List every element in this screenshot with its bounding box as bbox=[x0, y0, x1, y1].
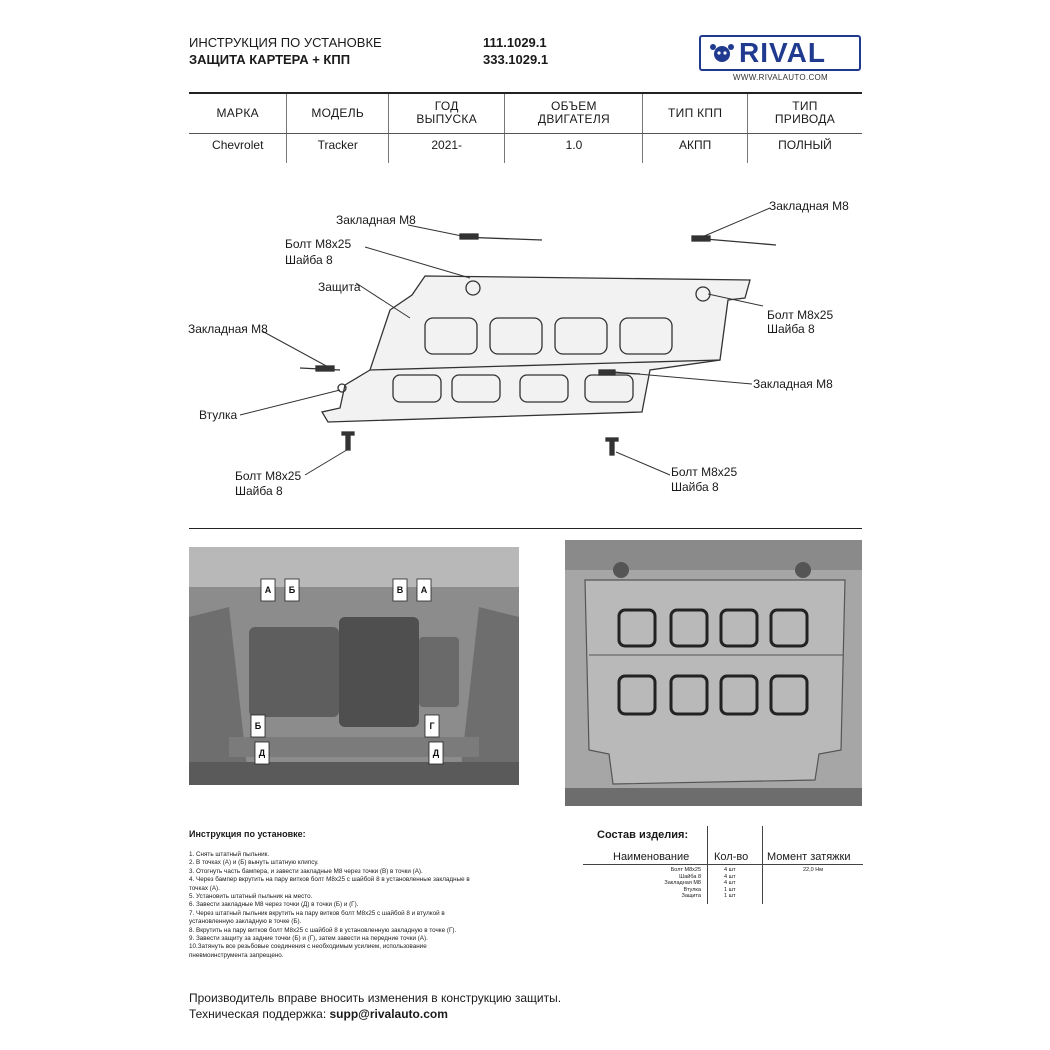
spec-header-cell: МОДЕЛЬ bbox=[286, 92, 389, 134]
marker-b-1: Б bbox=[289, 585, 296, 595]
composition-header-rule bbox=[583, 864, 863, 865]
rival-bull-icon bbox=[710, 44, 734, 62]
assembly-diagram: Закладная М8 Закладная М8 Болт М8х25 Шай… bbox=[188, 199, 849, 498]
label-bolt-right-1: Болт М8х25 bbox=[767, 308, 833, 322]
instruction-step: 3. Отогнуть часть бампера, и завести зак… bbox=[189, 867, 423, 875]
product-code-1: 111.1029.1 bbox=[483, 35, 547, 50]
composition-qty-item: 4 шт bbox=[724, 873, 736, 880]
support-email-link[interactable]: supp@rivalauto.com bbox=[329, 1007, 448, 1021]
document-title: ИНСТРУКЦИЯ ПО УСТАНОВКЕ ЗАЩИТА КАРТЕРА +… bbox=[189, 34, 382, 68]
composition-qty-item: 1 шт bbox=[724, 886, 736, 893]
instructions-title: Инструкция по установке: bbox=[189, 829, 306, 839]
spec-value-model: Tracker bbox=[286, 133, 389, 163]
instruction-step: 6. Завести закладные М8 через точки (Д) … bbox=[189, 901, 359, 909]
composition-header-torque: Момент затяжки bbox=[767, 851, 851, 863]
instruction-step: 7. Через штатный пыльник вкрутить на пар… bbox=[189, 909, 445, 917]
footer-support: Техническая поддержка: supp@rivalauto.co… bbox=[189, 1006, 561, 1022]
composition-name-item: Втулка bbox=[683, 886, 702, 893]
composition-header-name: Наименование bbox=[613, 851, 690, 863]
marker-b-2: Б bbox=[255, 721, 262, 731]
underbody-photo-mounting-points: А Б В А Б Г Д Д bbox=[189, 547, 519, 785]
product-code-2: 333.1029.1 bbox=[483, 52, 549, 67]
label-bolt-top-left-1: Болт М8х25 bbox=[285, 237, 351, 251]
rival-logo: RIVAL bbox=[699, 35, 861, 71]
instruction-step: 2. В точках (А) и (Б) вынуть штатную кли… bbox=[189, 859, 319, 867]
composition-title: Состав изделия: bbox=[597, 829, 689, 841]
instruction-step: 9. Завести защиту за задние точки (Б) и … bbox=[189, 935, 428, 943]
title-line-1: ИНСТРУКЦИЯ ПО УСТАНОВКЕ bbox=[189, 35, 382, 50]
label-bolt-bottom-right-2: Шайба 8 bbox=[671, 480, 719, 494]
instruction-step: установленную закладную в точке (Б). bbox=[189, 918, 302, 926]
instructions-list: 1. Снять штатный пыльник. 2. В точках (А… bbox=[189, 851, 569, 960]
product-codes: 111.1029.1 333.1029.1 bbox=[483, 34, 548, 68]
instruction-step: 10.Затянуть все резьбовые соединения с н… bbox=[189, 943, 427, 951]
logo-text: RIVAL bbox=[739, 37, 826, 68]
composition-qtys: 4 шт 4 шт 4 шт 1 шт 1 шт bbox=[724, 867, 736, 900]
marker-v-1: В bbox=[397, 585, 404, 595]
label-bolt-top-left-2: Шайба 8 bbox=[285, 253, 333, 267]
marker-a-2: А bbox=[421, 585, 428, 595]
instruction-step: 8. Вкрутить на пару витков болт М8х25 с … bbox=[189, 926, 457, 934]
installed-skid-plate-photo bbox=[565, 540, 862, 806]
label-zashita: Защита bbox=[318, 280, 361, 294]
instruction-step: 1. Снять штатный пыльник. bbox=[189, 851, 270, 858]
underbody-photo-illustration: А Б В А Б Г Д Д bbox=[189, 547, 519, 785]
composition-name-item: Закладная М8 bbox=[664, 880, 701, 887]
marker-d-1: Д bbox=[259, 748, 266, 758]
composition-name-item: Болт М8х25 bbox=[670, 867, 701, 873]
skid-plate-drawing bbox=[320, 275, 751, 423]
composition-qty-item: 4 шт bbox=[724, 880, 736, 887]
title-line-2: ЗАЩИТА КАРТЕРА + КПП bbox=[189, 52, 351, 67]
spec-value-year: 2021- bbox=[387, 133, 505, 163]
footer: Производитель вправе вносить изменения в… bbox=[189, 990, 561, 1022]
label-bolt-bottom-left-1: Болт М8х25 bbox=[235, 469, 301, 483]
spec-value-make: Chevrolet bbox=[212, 138, 264, 153]
instruction-step: 5. Установить штатный пыльник на место. bbox=[189, 893, 313, 901]
spec-value-drive: ПОЛНЫЙ bbox=[746, 133, 862, 163]
marker-a-1: А bbox=[265, 585, 272, 595]
label-zakladnaya-mid-right: Закладная М8 bbox=[753, 377, 833, 391]
composition-torque-value: 22,0 Нм bbox=[803, 867, 823, 873]
composition-column-divider bbox=[762, 826, 763, 904]
composition-name-item: Шайба 8 bbox=[679, 873, 701, 880]
support-label: Техническая поддержка: bbox=[189, 1007, 327, 1021]
label-vtulka: Втулка bbox=[199, 408, 237, 422]
spec-header-cell: ТИП КПП bbox=[642, 92, 748, 134]
spec-value-gearbox: АКПП bbox=[642, 133, 748, 163]
installed-plate-illustration bbox=[565, 540, 862, 806]
composition-column-divider bbox=[707, 826, 708, 904]
composition-header-qty: Кол-во bbox=[714, 851, 749, 863]
instruction-step: пневмоинструмента запрещено. bbox=[189, 951, 284, 959]
marker-d-2: Д bbox=[433, 748, 440, 758]
label-bolt-bottom-left-2: Шайба 8 bbox=[235, 484, 283, 498]
spec-value-engine: 1.0 bbox=[504, 133, 643, 163]
composition-name-item: Защита bbox=[681, 893, 702, 900]
section-divider bbox=[189, 528, 862, 529]
composition-qty-item: 4 шт bbox=[724, 867, 736, 873]
spec-value-row: Chevrolet Tracker 2021- 1.0 АКПП ПОЛНЫЙ bbox=[189, 133, 862, 163]
composition-names: Болт М8х25 Шайба 8 Закладная М8 Втулка З… bbox=[655, 867, 701, 900]
marker-g-1: Г bbox=[429, 721, 434, 731]
label-zakladnaya-top-right: Закладная М8 bbox=[769, 199, 849, 213]
footer-disclaimer: Производитель вправе вносить изменения в… bbox=[189, 991, 562, 1005]
label-bolt-bottom-right-1: Болт М8х25 bbox=[671, 465, 737, 479]
leader-lines bbox=[239, 207, 771, 476]
composition-qty-item: 1 шт bbox=[724, 893, 736, 900]
label-zakladnaya-left: Закладная М8 bbox=[188, 322, 268, 336]
logo-url: WWW.RIVALAUTO.COM bbox=[733, 73, 829, 82]
label-bolt-right-2: Шайба 8 bbox=[767, 322, 815, 336]
instruction-step: 4. Через бампер вкрутить на пару витков … bbox=[189, 876, 470, 884]
label-zakladnaya-top-left: Закладная М8 bbox=[336, 213, 416, 227]
spec-header-cell: МАРКА bbox=[189, 92, 287, 134]
instruction-step: точках (А). bbox=[189, 884, 220, 892]
